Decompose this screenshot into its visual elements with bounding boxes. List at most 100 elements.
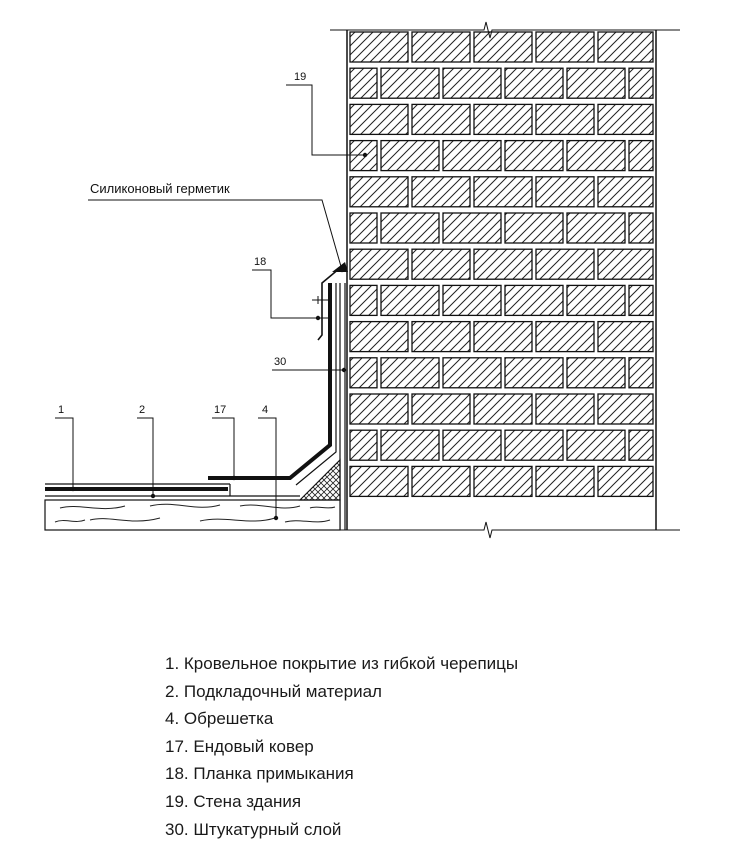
legend-item: 4. Обрешетка <box>165 709 274 729</box>
brick <box>597 176 654 208</box>
brick <box>597 248 654 280</box>
roof-wall-junction-drawing <box>44 21 680 539</box>
leader-sealant <box>88 199 345 273</box>
brick <box>442 284 502 317</box>
brick <box>380 429 440 461</box>
brick <box>411 248 471 280</box>
brick <box>535 320 595 353</box>
brick <box>442 139 502 172</box>
brick <box>349 103 409 136</box>
brick <box>535 248 595 280</box>
brick <box>628 429 654 461</box>
brick <box>566 429 626 461</box>
callout-17: 17 <box>214 404 227 416</box>
callout-4: 4 <box>262 404 269 416</box>
leader-17 <box>212 417 237 481</box>
brick <box>411 320 471 353</box>
brick <box>535 103 595 136</box>
brick <box>473 393 533 425</box>
triangular-fillet <box>298 458 341 501</box>
brick <box>473 320 533 353</box>
brick <box>628 212 654 244</box>
callout-2: 2 <box>139 404 146 416</box>
leader-18 <box>252 269 321 321</box>
legend-item: 19. Стена здания <box>165 791 302 811</box>
brick <box>535 176 595 208</box>
legend-item: 17. Ендовый ковер <box>165 736 314 756</box>
brick <box>442 429 502 461</box>
brick <box>442 67 502 99</box>
brick <box>411 176 471 208</box>
callout-30: 30 <box>274 356 287 368</box>
brick <box>597 31 654 63</box>
brick <box>473 103 533 136</box>
brick <box>380 357 440 389</box>
brick <box>411 103 471 136</box>
brick-wall <box>330 21 680 539</box>
brick <box>566 67 626 99</box>
brick <box>349 31 409 63</box>
brick <box>349 67 378 99</box>
leader-1 <box>55 417 76 492</box>
brick <box>473 31 533 63</box>
brick <box>411 465 471 498</box>
brick <box>473 248 533 280</box>
callout-1: 1 <box>58 404 65 416</box>
brick <box>349 465 409 498</box>
brick <box>473 176 533 208</box>
legend: 1. Кровельное покрытие из гибкой черепиц… <box>165 650 518 843</box>
legend-item: 2. Подкладочный материал <box>165 681 382 701</box>
brick <box>349 284 378 317</box>
brick <box>504 284 564 317</box>
brick <box>504 212 564 244</box>
brick <box>535 465 595 498</box>
wood-lathing <box>44 499 341 531</box>
brick <box>349 393 409 425</box>
brick <box>566 212 626 244</box>
brick <box>349 320 409 353</box>
brick <box>597 103 654 136</box>
plaster-layer <box>339 283 346 530</box>
brick <box>504 429 564 461</box>
brick <box>349 248 409 280</box>
brick <box>504 357 564 389</box>
brick <box>349 429 378 461</box>
brick <box>442 212 502 244</box>
brick <box>380 284 440 317</box>
brick <box>349 176 409 208</box>
underlayment <box>45 483 300 497</box>
brick <box>566 139 626 172</box>
valley-carpet <box>208 283 337 486</box>
leader-2 <box>137 417 156 499</box>
callout-sealant: Силиконовый герметик <box>90 181 230 196</box>
brick <box>535 31 595 63</box>
leader-lines <box>55 84 368 521</box>
brick <box>597 465 654 498</box>
brick <box>566 284 626 317</box>
brick <box>628 357 654 389</box>
brick <box>349 357 378 389</box>
leader-4 <box>258 417 279 521</box>
brick <box>380 67 440 99</box>
brick <box>473 465 533 498</box>
brick <box>380 139 440 172</box>
legend-item: 1. Кровельное покрытие из гибкой черепиц… <box>165 654 519 673</box>
brick <box>411 393 471 425</box>
brick <box>380 212 440 244</box>
callout-19: 19 <box>294 71 307 83</box>
brick <box>628 284 654 317</box>
brick <box>566 357 626 389</box>
brick <box>442 357 502 389</box>
brick <box>504 67 564 99</box>
brick <box>504 139 564 172</box>
brick <box>628 139 654 172</box>
legend-item: 18. Планка примыкания <box>165 764 354 784</box>
brick <box>597 320 654 353</box>
brick <box>349 139 378 172</box>
leader-19 <box>286 84 368 158</box>
callout-18: 18 <box>254 256 267 268</box>
brick <box>597 393 654 425</box>
legend-item: 30. Штукатурный слой <box>165 819 342 839</box>
brick <box>411 31 471 63</box>
brick <box>628 67 654 99</box>
